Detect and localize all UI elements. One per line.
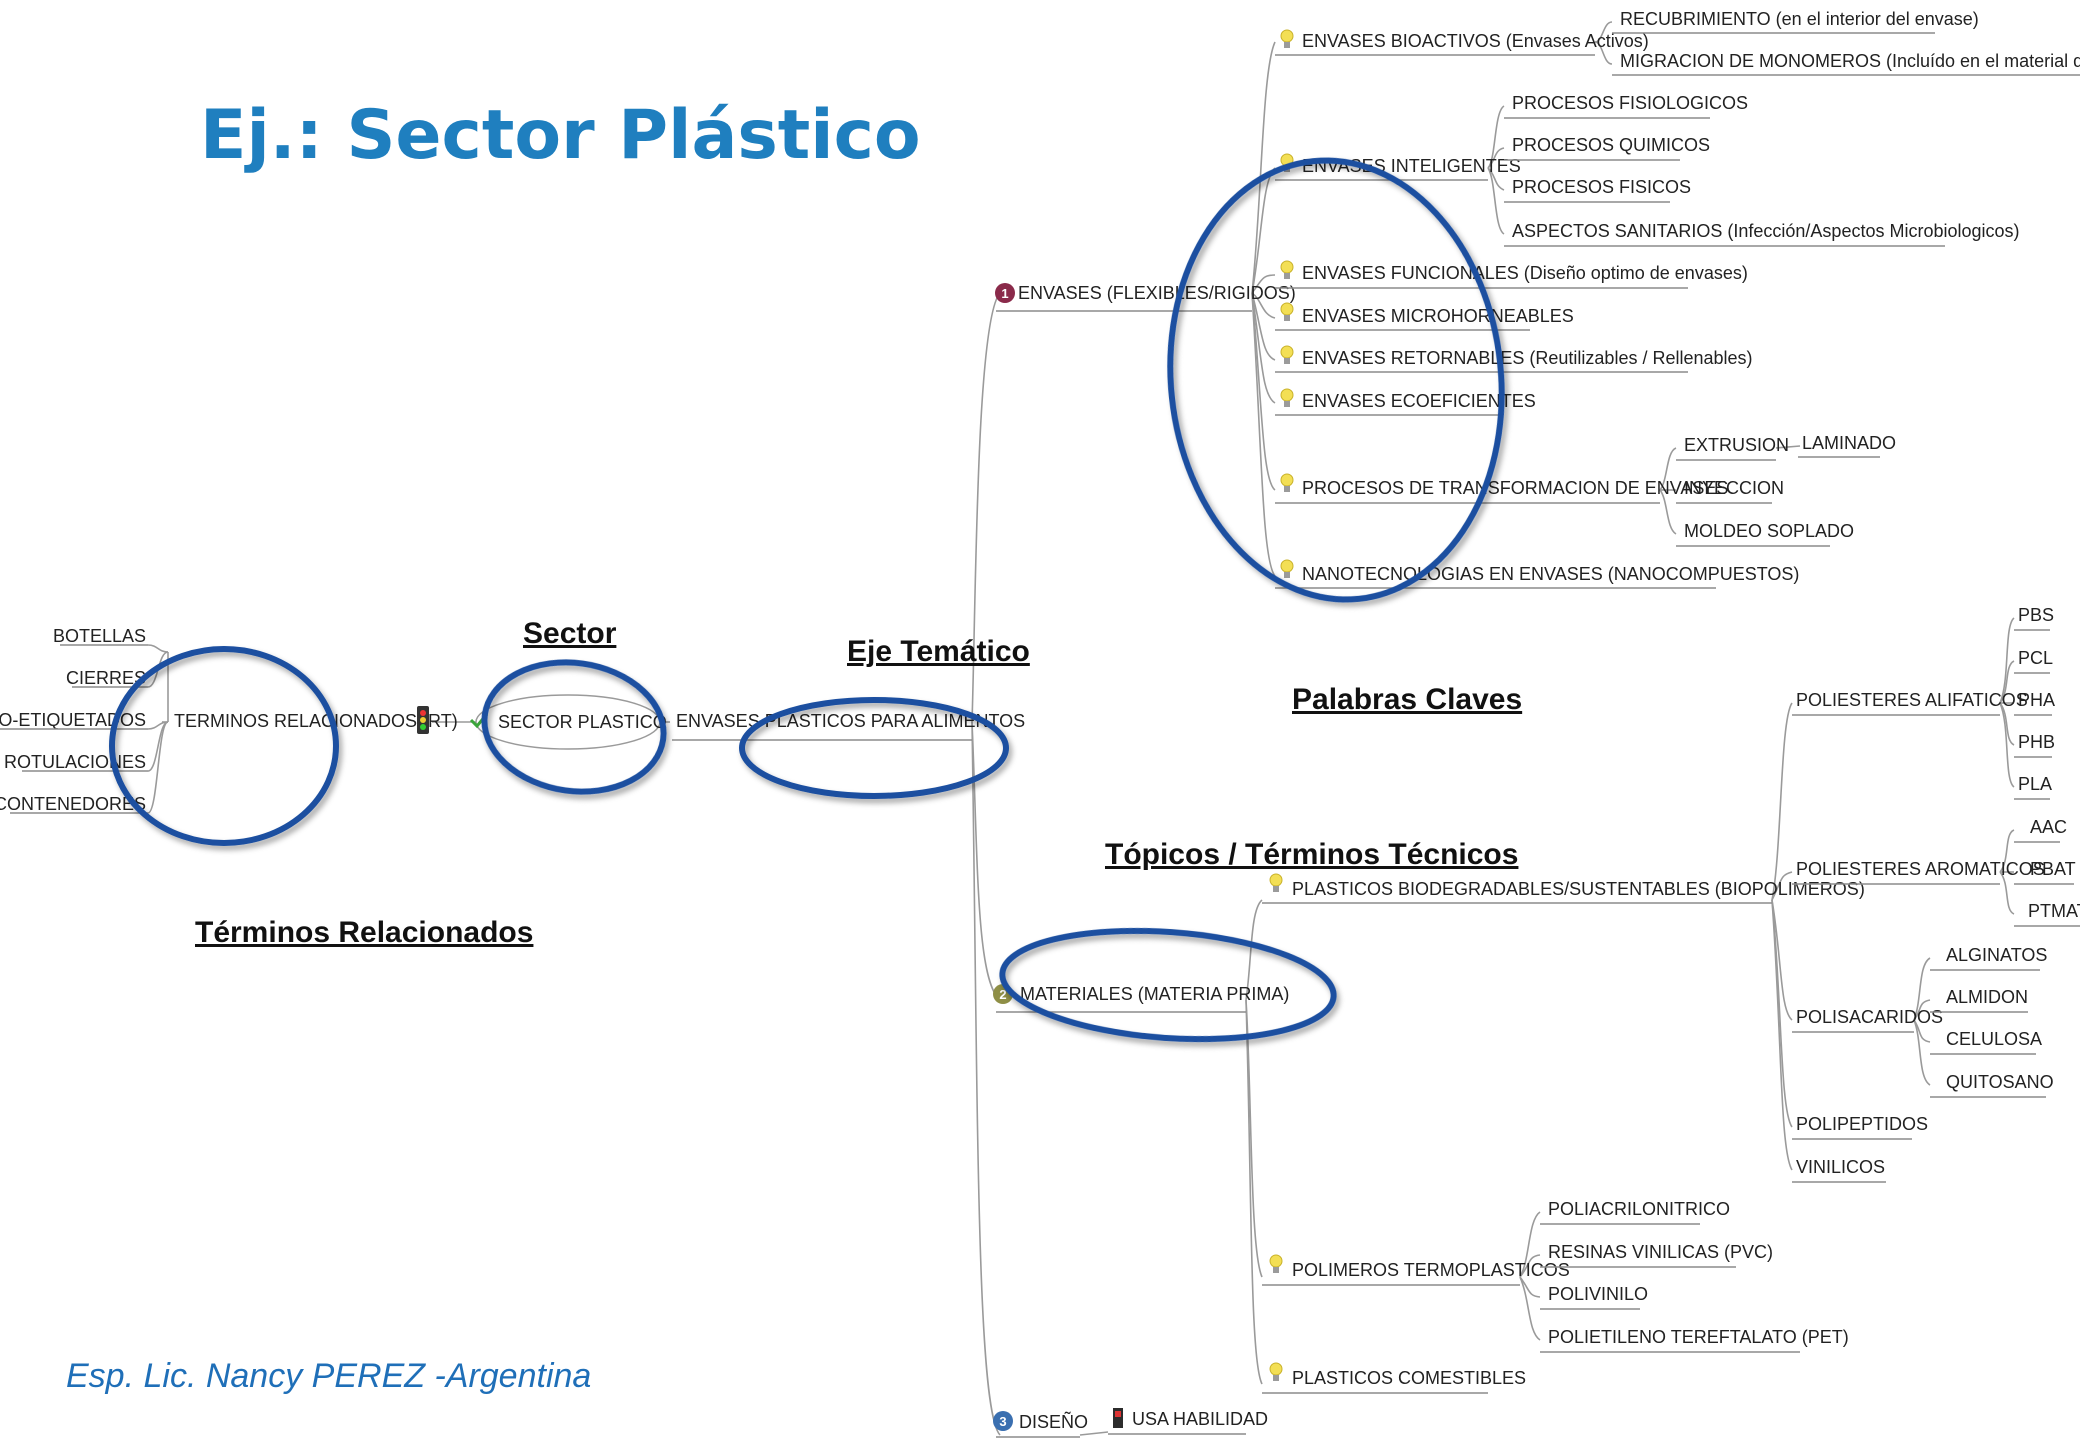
node-envases-flexibles[interactable]: ENVASES (FLEXIBLES/RIGIDOS) [1018,283,1296,303]
node-sanitarios[interactable]: ASPECTOS SANITARIOS (Infección/Aspectos … [1512,221,2020,241]
node-comestibles[interactable]: PLASTICOS COMESTIBLES [1292,1368,1526,1388]
node-migracion[interactable]: MIGRACION DE MONOMEROS (Incluído en el m… [1620,51,2080,71]
lightbulb-icon [1280,345,1294,365]
priority-3-icon [993,1411,1013,1431]
traffic-light-icon [417,706,429,734]
slide-title: Ej.: Sector Plástico [200,96,921,175]
node-ptmat[interactable]: PTMAT [2028,901,2080,921]
heading-terminos-relacionados: Términos Relacionados [195,916,533,949]
svg-text:2: 2 [999,987,1006,1002]
node-fisicos[interactable]: PROCESOS FISICOS [1512,177,1691,197]
node-nanotecnologias[interactable]: NANOTECNOLOGIAS EN ENVASES (NANOCOMPUEST… [1302,564,1799,584]
node-quimicos[interactable]: PROCESOS QUIMICOS [1512,135,1710,155]
node-materiales[interactable]: MATERIALES (MATERIA PRIMA) [1020,984,1289,1004]
node-cierres[interactable]: CIERRES [66,668,146,688]
node-resinas-vinilicas[interactable]: RESINAS VINILICAS (PVC) [1548,1242,1773,1262]
node-polisacaridos[interactable]: POLISACARIDOS [1796,1007,1943,1027]
node-termoplasticos[interactable]: POLIMEROS TERMOPLASTICOS [1292,1260,1570,1280]
node-funcionales[interactable]: ENVASES FUNCIONALES (Diseño optimo de en… [1302,263,1748,283]
heading-palabras-claves: Palabras Claves [1292,683,1522,716]
node-poliesteres-alifaticos[interactable]: POLIESTERES ALIFATICOS [1796,690,2028,710]
author-credit: Esp. Lic. Nancy PEREZ -Argentina [66,1357,591,1395]
node-terminos-relacionados[interactable]: TERMINOS RELACIONADOS (RT) [174,711,458,731]
flag-icon [1113,1408,1123,1428]
node-poliesteres-aromaticos[interactable]: POLIESTERES AROMATICOS [1796,859,2045,879]
node-biodegradables[interactable]: PLASTICOS BIODEGRADABLES/SUSTENTABLES (B… [1292,879,1865,899]
node-moldeo-soplado[interactable]: MOLDEO SOPLADO [1684,521,1854,541]
node-pla[interactable]: PLA [2018,774,2052,794]
highlight-ring-related [109,646,339,846]
node-sector-plastico[interactable]: SECTOR PLASTICO [498,712,667,732]
node-aac[interactable]: AAC [2030,817,2067,837]
node-phb[interactable]: PHB [2018,732,2055,752]
lightbulb-icon [1280,559,1294,579]
node-diseno[interactable]: DISEÑO [1019,1411,1088,1432]
heading-sector: Sector [523,617,617,650]
node-pha[interactable]: PHA [2018,690,2055,710]
node-bioactivos[interactable]: ENVASES BIOACTIVOS (Envases Activos) [1302,31,1649,51]
lightbulb-icon [1280,260,1294,280]
node-botellas[interactable]: BOTELLAS [53,626,146,646]
node-pet[interactable]: POLIETILENO TEREFTALATO (PET) [1548,1327,1849,1347]
lightbulb-icon [1280,473,1294,493]
node-usabilidad[interactable]: USA HABILIDAD [1132,1409,1268,1429]
priority-1-icon [995,283,1015,303]
heading-eje-tematico: Eje Temático [847,635,1030,668]
node-procesos-transformacion[interactable]: PROCESOS DE TRANSFORMACION DE ENVASES [1302,478,1728,498]
lightbulb-icon [1280,388,1294,408]
highlight-ring-keywords [1167,157,1505,603]
highlight-ring-eje [739,697,1009,799]
node-recubrimiento[interactable]: RECUBRIMIENTO (en el interior del envase… [1620,9,1979,29]
node-polivinilo[interactable]: POLIVINILO [1548,1284,1648,1304]
node-poliacrilonitrico[interactable]: POLIACRILONITRICO [1548,1199,1730,1219]
highlight-ring-sector [481,659,667,795]
node-quitosano[interactable]: QUITOSANO [1946,1072,2054,1092]
svg-text:3: 3 [999,1414,1006,1429]
node-inyeccion[interactable]: INYECCION [1684,478,1784,498]
highlight-rings [109,157,1505,1043]
node-polipeptidos[interactable]: POLIPEPTIDOS [1796,1114,1928,1134]
lightbulb-icon [1269,873,1283,893]
lightbulb-icon [1269,1254,1283,1274]
node-envases-plasticos[interactable]: ENVASES PLASTICOS PARA ALIMENTOS [676,711,1025,731]
node-alginatos[interactable]: ALGINATOS [1946,945,2047,965]
node-microhorneables[interactable]: ENVASES MICROHORNEABLES [1302,306,1574,326]
node-extrusion[interactable]: EXTRUSION [1684,435,1789,455]
node-almidon[interactable]: ALMIDON [1946,987,2028,1007]
node-pcl[interactable]: PCL [2018,648,2053,668]
lightbulb-icon [1280,302,1294,322]
heading-topicos: Tópicos / Términos Técnicos [1105,838,1518,871]
node-rotulaciones[interactable]: ROTULACIONES [4,752,146,772]
node-contenedores[interactable]: CONTENEDORES [0,794,146,814]
node-celulosa[interactable]: CELULOSA [1946,1029,2042,1049]
lightbulb-icon [1280,29,1294,49]
lightbulb-icon [1269,1362,1283,1382]
node-vinilicos[interactable]: VINILICOS [1796,1157,1885,1177]
node-eco-etiquetados[interactable]: ECO-ETIQUETADOS [0,710,146,730]
node-fisiologicos[interactable]: PROCESOS FISIOLOGICOS [1512,93,1748,113]
node-pbat[interactable]: PBAT [2030,859,2076,879]
node-inteligentes[interactable]: ENVASES INTELIGENTES [1302,156,1521,176]
svg-text:1: 1 [1001,286,1008,301]
node-ecoeficientes[interactable]: ENVASES ECOEFICIENTES [1302,391,1536,411]
node-retornables[interactable]: ENVASES RETORNABLES (Reutilizables / Rel… [1302,348,1753,368]
node-pbs[interactable]: PBS [2018,605,2054,625]
highlight-ring-materiales [999,927,1337,1043]
node-laminado[interactable]: LAMINADO [1802,433,1896,453]
